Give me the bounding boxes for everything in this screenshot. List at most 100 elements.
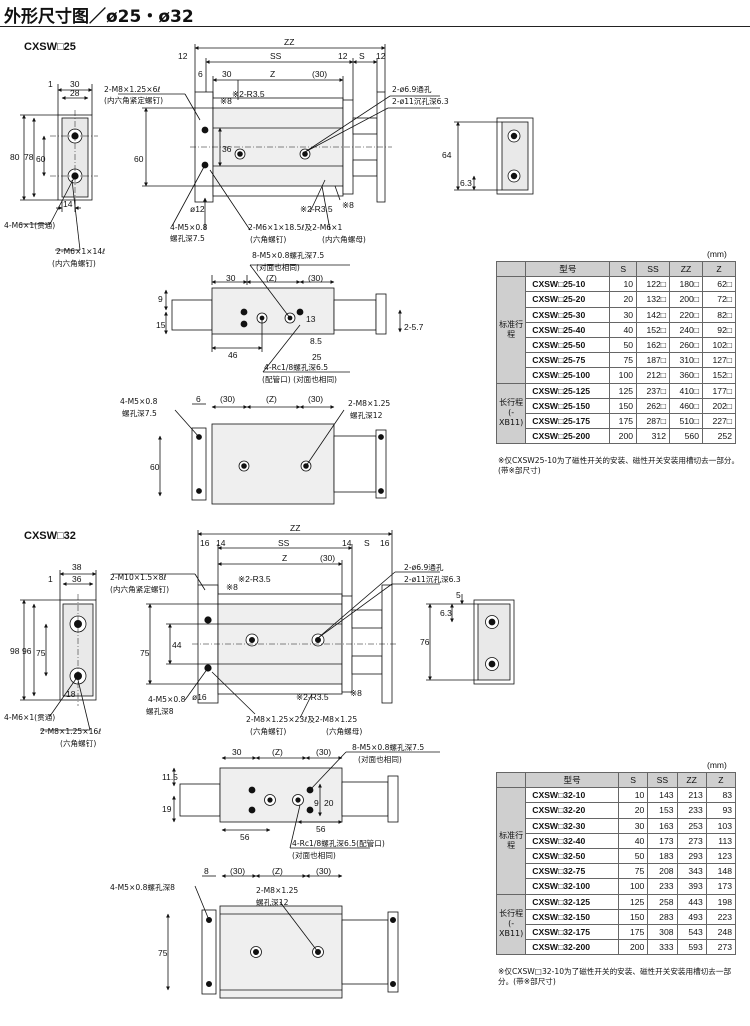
cell-model: CXSW□32-10: [525, 787, 620, 804]
dim-side-z-25: (Z): [266, 273, 277, 283]
cell-model: CXSW□25-175: [525, 412, 611, 430]
cell-z: 202□: [701, 397, 737, 414]
cell-z: 62□: [701, 276, 737, 293]
dim-44-32: 44: [172, 640, 182, 650]
callout-c1-25: 2-M8×1.25×6ℓ: [104, 85, 161, 94]
cell-s: 75: [618, 863, 649, 880]
dim-zb-25: (Z): [266, 394, 277, 404]
dim-m8b-25: ※8: [342, 200, 354, 210]
table-header-blank: [495, 260, 527, 278]
dim-15-25: 15: [156, 320, 166, 330]
dim-30c-25: (30): [308, 394, 323, 404]
table-header-s: S: [609, 260, 638, 278]
cell-zz: 443: [676, 893, 707, 910]
dim-paren30-25: (30): [312, 69, 327, 79]
cell-model: CXSW□32-100: [525, 878, 620, 895]
cell-model: CXSW□32-40: [525, 832, 620, 849]
callout-c19-32: 2-M8×1.25: [256, 886, 298, 895]
dim-75b-32: 75: [140, 648, 150, 658]
dim-z-32: Z: [282, 553, 287, 563]
callout-c11-32: (六角螺钉): [250, 726, 286, 736]
cell-s: 30: [618, 817, 649, 834]
cell-model: CXSW□25-150: [525, 397, 611, 414]
dim-75-32: 75: [36, 648, 46, 658]
cell-ss: 122□: [636, 276, 670, 293]
cell-s: 75: [609, 352, 638, 369]
callout-c20-32: 螺孔深12: [256, 897, 289, 907]
cell-z: 152□: [701, 367, 737, 384]
cell-model: CXSW□32-200: [525, 939, 620, 956]
table-header-s: S: [618, 771, 649, 789]
dim-60c-25: 60: [150, 462, 160, 472]
dim-60b-25: 60: [134, 154, 144, 164]
dim-16dia-32: ø16: [192, 692, 207, 702]
dim-side-30b-32: (30): [316, 747, 331, 757]
dim-s-32: S: [364, 538, 370, 548]
cell-s: 40: [609, 321, 638, 338]
unit-label-25: (mm): [707, 249, 727, 259]
dim-64-25: 64: [442, 150, 452, 160]
dim-30b-25: (30): [220, 394, 235, 404]
callout-c9-25: 螺孔深7.5: [170, 233, 205, 243]
cell-model: CXSW□25-20: [525, 291, 611, 308]
callout-c10-25: 2-M6×1×18.5ℓ及2-M6×1: [248, 223, 342, 232]
cell-s: 20: [609, 291, 638, 308]
cell-s: 40: [618, 832, 649, 849]
dim-12a-25: 12: [178, 51, 188, 61]
callout-c13-32: 8-M5×0.8螺孔深7.5: [352, 742, 424, 752]
dim-18-32: 18: [66, 689, 76, 699]
dim-8-32: 8: [204, 866, 209, 876]
callout-c17-25: 4-M5×0.8: [120, 397, 158, 406]
callout-c4-32: 2-ø11沉孔深6.3: [404, 575, 461, 584]
dim-78-25: 78: [24, 152, 34, 162]
cell-s: 200: [609, 428, 638, 445]
dim-zz-32: ZZ: [290, 523, 300, 533]
dim-side-30-25: 30: [226, 273, 236, 283]
bottom-view-25: [158, 403, 387, 505]
cell-ss: 237□: [636, 382, 670, 399]
cell-model: CXSW□32-75: [525, 863, 620, 880]
table-header-model: 型号: [525, 260, 611, 278]
callout-c3-32: 2-ø6.9通孔: [404, 562, 444, 572]
end-view-32: [20, 570, 97, 731]
side-view-25: [164, 264, 402, 373]
cell-z: 72□: [701, 291, 737, 308]
cell-s: 100: [609, 367, 638, 384]
cell-zz: 233: [676, 802, 707, 819]
side-view-32: [172, 751, 440, 849]
right-view-25: [454, 117, 534, 195]
cell-zz: 200□: [669, 291, 703, 308]
dim-side-30-32: 30: [232, 747, 242, 757]
cell-s: 125: [618, 893, 649, 910]
cell-model: CXSW□25-30: [525, 306, 611, 323]
cell-s: 10: [618, 787, 649, 804]
cell-model: CXSW□32-175: [525, 923, 620, 941]
cell-ss: 308: [647, 923, 678, 941]
dim-36-32: 36: [72, 574, 82, 584]
callout-c2-25: (内六角紧定螺钉): [104, 95, 163, 105]
dim-12dia-25: ø12: [190, 204, 205, 214]
callout-c15-32: 4-Rc1/8螺孔深6.5(配管口): [292, 838, 385, 848]
dim-46-25: 46: [228, 350, 238, 360]
dim-63-25: 6.3: [460, 178, 472, 188]
table-header-zz: ZZ: [669, 260, 703, 278]
dim-19-32: 19: [162, 804, 172, 814]
dim-9-32: 9: [314, 798, 319, 808]
dim-side-z-32: (Z): [272, 747, 283, 757]
cell-s: 50: [618, 847, 649, 865]
footnote-25: ※仅CXSW25-10为了磁性开关的安装、磁性开关安装用槽切去一部分。(带※部尺…: [498, 456, 740, 475]
callout-c14-32: (对面也相同): [358, 754, 402, 764]
cell-s: 200: [618, 939, 649, 956]
table-header-ss: SS: [636, 260, 670, 278]
cell-zz: 293: [676, 847, 707, 865]
callout-c5-32: 4-M6×1(贯通): [4, 712, 55, 722]
cell-zz: 273: [676, 832, 707, 849]
